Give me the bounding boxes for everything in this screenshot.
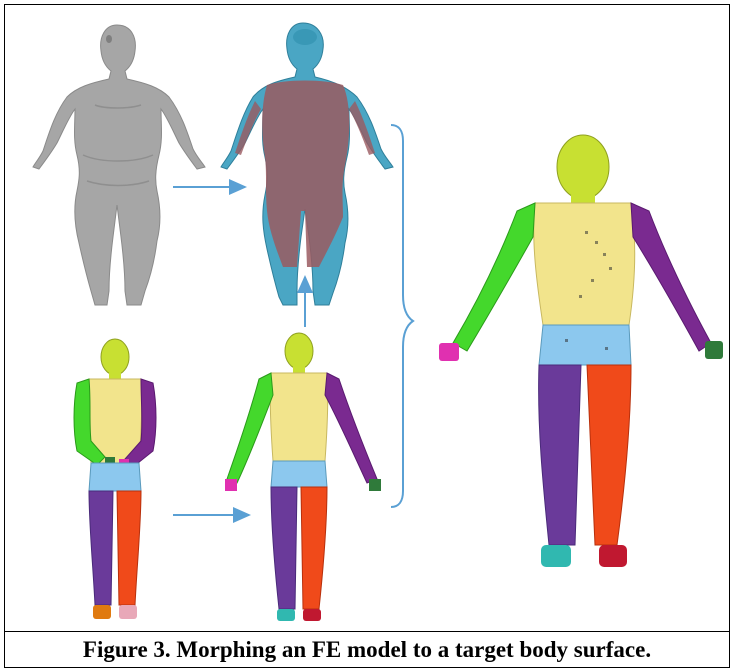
target-scan-body <box>33 25 205 305</box>
figure-frame: Figure 3. Morphing an FE model to a targ… <box>4 4 730 668</box>
curly-bracket <box>391 125 413 507</box>
positioned-model-body <box>225 333 381 621</box>
figure-illustration <box>5 5 729 631</box>
morphed-model-body <box>439 135 723 567</box>
baseline-model-body <box>74 339 156 619</box>
overlay-model-body <box>221 23 393 305</box>
figure-image-area <box>5 5 729 632</box>
figure-caption: Figure 3. Morphing an FE model to a targ… <box>5 632 729 667</box>
